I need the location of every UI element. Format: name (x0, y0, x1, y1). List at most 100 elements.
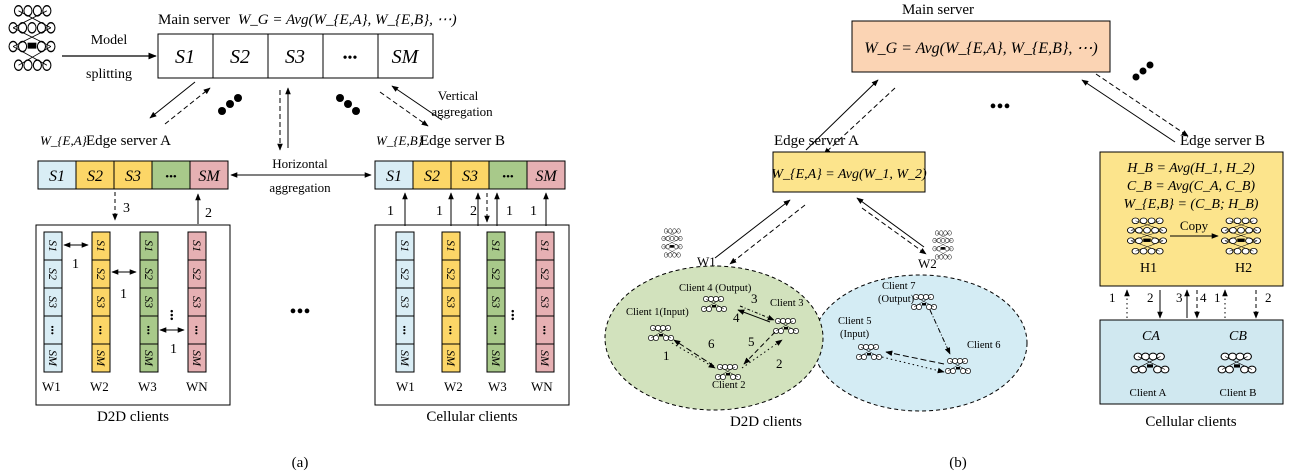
b-main-server-label: Main server (902, 2, 974, 18)
b-w1-model-icon (661, 228, 683, 258)
d2d-step-1a: 1 (72, 257, 79, 272)
cell-strip-w1-segment-label: S3 (398, 296, 412, 308)
d2d-step-1c: 1 (170, 342, 177, 357)
cell-step-1b: 1 (436, 204, 443, 219)
b-cellular-step-numbers: 1 2 3 4 1 2 (1109, 290, 1272, 305)
d2d-strip-w2-segment-label: SM (94, 350, 108, 367)
edge-b-s1: S1 (386, 168, 402, 185)
b-client-7-label-1: Client 7 (882, 281, 916, 292)
edge-a-label: Edge server A (86, 133, 171, 149)
main-server-segments: S1 S2 S3 ••• SM (157, 33, 434, 79)
d2d-strip-w2-segment-label: S1 (94, 240, 108, 252)
cell-strip-w3-segment-label: SM (489, 350, 503, 367)
cell-strip-w2-segment-label: SM (444, 350, 458, 367)
cellular-clients-label: Cellular clients (426, 409, 517, 425)
cell-column-ellipsis: ••• (506, 309, 518, 321)
cell-strip-wn-segment-label: SM (538, 350, 552, 367)
b-edge-a-formula: W_{E,A} = Avg(W_1, W_2) (771, 167, 927, 182)
main-to-edge-a-dashed (164, 87, 211, 125)
panel-a: Model splitting Main server W_G = Avg(W_… (8, 5, 570, 471)
b-cell-step-2a: 2 (1147, 290, 1154, 305)
b-cell-step-3: 3 (1176, 290, 1183, 305)
cell-strip-w2-segment-label: S3 (444, 296, 458, 308)
b-dots-marker (1132, 61, 1154, 81)
d2d-client-strips: S1S2S3•••SMS1S2S3•••SMS1S2S3•••SMS1S2S3•… (43, 231, 207, 373)
segment-ellipsis: ••• (343, 51, 358, 66)
cellular-weight-labels: W1 W2 W3 WN (396, 379, 553, 394)
b-client-2-label: Client 2 (712, 380, 746, 391)
edge-b-label: Edge server B (420, 133, 505, 149)
full-model-network-icon (8, 5, 56, 71)
d2d-strip-w3-segment-label: S3 (142, 296, 156, 308)
cell-strip-w2-segment-label: S1 (444, 240, 458, 252)
segment-s2: S2 (230, 46, 250, 68)
cell-step-1c: 1 (506, 204, 513, 219)
cell-strip-w1-segment (395, 343, 415, 373)
d2d-strip-w2-segment (91, 343, 111, 373)
b-cb-label: CB (1229, 329, 1247, 344)
b-step-2: 2 (776, 356, 783, 371)
main-server-title: Main server W_G = Avg(W_{E,A}, W_{E,B}, … (158, 12, 457, 28)
cell-w2: W2 (444, 379, 463, 394)
d2d-strip-w3-segment (139, 343, 159, 373)
d2d-strip-w3-segment-label: SM (142, 350, 156, 367)
cell-strip-wn-segment (535, 343, 555, 373)
vertical-aggregation-2: aggregation (431, 104, 493, 119)
b-cell-step-1a: 1 (1109, 290, 1116, 305)
main-to-edge-b-dashed (379, 91, 429, 127)
d2d-w2: W2 (90, 379, 109, 394)
panel-b: Main server W_G = Avg(W_{E,A}, W_{E,B}, … (604, 2, 1284, 471)
cell-strip-wn-segment-label: S1 (538, 240, 552, 252)
d2d-column-ellipsis: ••• (165, 309, 177, 321)
d2d-step-1b: 1 (120, 287, 127, 302)
b-main-to-edge-b (1095, 73, 1189, 137)
d2d-strip-wn-segment (187, 343, 207, 373)
cell-strip-w2-segment-label: ••• (445, 325, 455, 334)
b-client-b-label: Client B (1220, 387, 1257, 399)
cell-w1: W1 (396, 379, 415, 394)
cell-strip-w3-segment-label: ••• (490, 325, 500, 334)
b-cell-step-2b: 2 (1265, 290, 1272, 305)
cell-strip-wn-segment-label: S3 (538, 296, 552, 308)
b-d2d-flow-arrows (671, 305, 783, 369)
cell-step-1d: 1 (530, 204, 537, 219)
b-w1-label: W1 (697, 254, 716, 269)
b-w1-down-arrow (729, 204, 806, 265)
edge-a-s3: S3 (125, 168, 141, 185)
b-d2d-step-numbers: 1 2 3 4 5 6 (663, 291, 783, 371)
b-client-7-label-2: (Output) (878, 294, 915, 305)
d2d-w3: W3 (138, 379, 157, 394)
b-client-6-label: Client 6 (967, 340, 1001, 351)
b-w2-down-arrow (861, 207, 927, 255)
d2d-strip-w1-segment-label: S2 (46, 268, 60, 280)
b-edge-b-formula-2: C_B = Avg(C_A, C_B) (1127, 179, 1256, 194)
edge-b-ellipsis: ••• (502, 171, 514, 183)
d2d-strip-w1-segment-label: SM (46, 350, 60, 367)
step-3-label: 3 (123, 201, 130, 216)
b-d2d2-flow-arrows (881, 309, 951, 374)
cell-strip-w3-segment-label: S1 (489, 240, 503, 252)
b-d2d-clients-label: D2D clients (730, 414, 802, 430)
b-main-to-edge-a (823, 87, 896, 155)
b-client-1-label: Client 1(Input) (626, 307, 689, 318)
b-edge-b-up (1081, 79, 1176, 143)
d2d-weight-labels: W1 W2 W3 WN (42, 379, 208, 394)
d2d-strip-w3-segment-label: ••• (143, 325, 153, 334)
b-cell-step-1b: 1 (1214, 290, 1221, 305)
edge-a-s1: S1 (49, 168, 65, 185)
d2d-strip-w3-segment-label: S2 (142, 268, 156, 280)
b-cell-step-4: 4 (1200, 290, 1207, 305)
clients-ellipsis: ••• (289, 301, 310, 323)
d2d-strip-wn-segment-label: S1 (190, 240, 204, 252)
main-server-label: Main server (158, 12, 230, 28)
model-splitting-label-1: Model (91, 33, 128, 48)
caption-b: (b) (949, 455, 967, 471)
b-cellular-arrows (1124, 289, 1259, 319)
cell-strip-w2-segment-label: S2 (444, 268, 458, 280)
b-w2-model-icon (932, 230, 954, 260)
d2d-strip-w2-segment-label: S3 (94, 296, 108, 308)
